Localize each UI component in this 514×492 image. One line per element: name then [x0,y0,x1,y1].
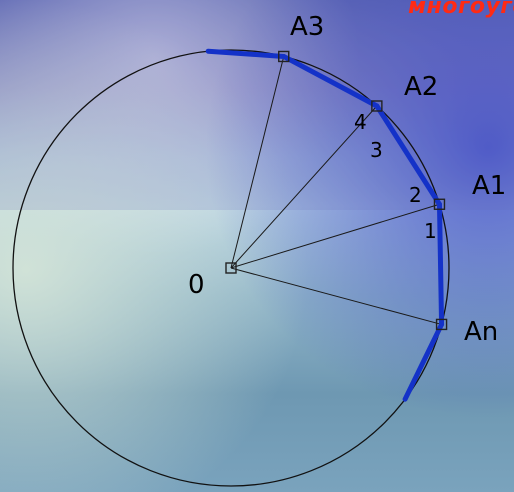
radius-a2 [230,105,378,269]
radius-a3 [230,56,285,269]
angle-label-3: 3 [370,138,383,162]
vertex-label-a1: A1 [472,171,506,201]
center-label: 0 [188,270,205,300]
radius-an [230,267,442,325]
center-marker [225,262,237,274]
polygon-edge-an-tail [402,321,445,402]
vertex-label-an: An [464,317,498,347]
polygon-edge-an-a1 [436,201,445,327]
vertex-marker-a1 [433,198,446,210]
polygon-edge-a3-tail [205,48,287,59]
polygon-edge-a2-a3 [281,53,380,109]
vertex-marker-a2 [371,100,383,112]
angle-label-4: 4 [354,110,367,134]
slide-caption: многоуго [408,0,514,19]
angle-label-2: 2 [409,183,422,207]
vertex-marker-an [435,318,448,331]
vertex-marker-a3 [278,50,290,63]
vertex-label-a3: A3 [290,12,324,42]
radius-a1 [230,203,440,269]
vertex-label-a2: A2 [404,72,438,102]
polygon-edge-a1-a2 [374,103,442,207]
angle-label-1: 1 [424,219,437,243]
circumscribed-circle [12,49,450,487]
